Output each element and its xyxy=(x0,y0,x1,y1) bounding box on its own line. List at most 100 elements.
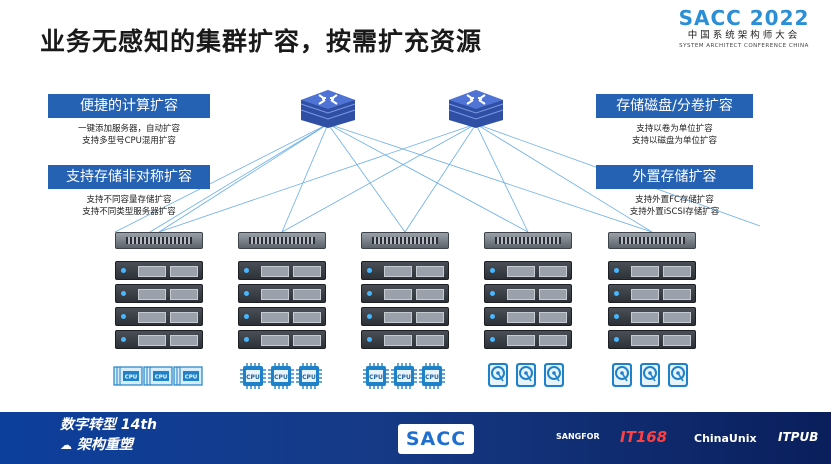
network-link xyxy=(281,123,477,233)
footer-line2: 架构重塑 xyxy=(76,437,133,453)
hard-disk-icon xyxy=(639,362,661,392)
drive-bay xyxy=(384,266,412,277)
server-unit xyxy=(115,261,203,280)
drive-bay xyxy=(507,335,535,346)
feature-desc: 支持以卷为单位扩容 支持以磁盘为单位扩容 xyxy=(596,123,753,147)
server-unit xyxy=(608,284,696,303)
switch-unit xyxy=(361,232,449,249)
svg-text:CPU: CPU xyxy=(246,374,260,381)
desc-line: 支持多型号CPU混用扩容 xyxy=(82,136,176,146)
cpu-board-icon: CPU xyxy=(113,366,143,390)
sponsor-itpub: ITPUB xyxy=(778,430,819,444)
feature-desc: 支持不同容量存储扩容 支持不同类型服务器扩容 xyxy=(48,194,210,218)
cpu-board-icon: CPU xyxy=(173,366,203,390)
drive-bay xyxy=(293,312,321,323)
switch-unit xyxy=(115,232,203,249)
network-link xyxy=(327,123,406,233)
drive-bay xyxy=(416,289,444,300)
switch-unit xyxy=(484,232,572,249)
server-unit xyxy=(484,307,572,326)
switch-unit xyxy=(608,232,696,249)
svg-text:CPU: CPU xyxy=(274,374,288,381)
server-unit xyxy=(238,330,326,349)
server-led xyxy=(121,314,126,319)
switch-ports xyxy=(619,237,685,244)
logo-main-text: SACC 2022 xyxy=(678,6,810,30)
router-icon xyxy=(445,82,507,128)
drive-bay xyxy=(384,335,412,346)
server-led xyxy=(490,291,495,296)
cpu-chip-icon: CPU xyxy=(391,363,417,393)
drive-bay xyxy=(631,312,659,323)
drive-bay xyxy=(384,289,412,300)
svg-text:CPU: CPU xyxy=(425,374,439,381)
server-led xyxy=(244,268,249,273)
drive-bay xyxy=(261,312,289,323)
feature-compute-expansion: 便捷的计算扩容 xyxy=(48,94,210,118)
drive-bay xyxy=(138,289,166,300)
network-link xyxy=(475,123,653,233)
server-unit xyxy=(115,330,203,349)
server-unit xyxy=(608,307,696,326)
network-link xyxy=(475,123,529,233)
server-led xyxy=(367,291,372,296)
server-unit xyxy=(608,330,696,349)
server-led xyxy=(367,314,372,319)
server-led xyxy=(614,268,619,273)
svg-text:CPU: CPU xyxy=(369,374,383,381)
drive-bay xyxy=(539,312,567,323)
server-unit xyxy=(115,284,203,303)
drive-bay xyxy=(631,335,659,346)
server-led xyxy=(614,314,619,319)
desc-line: 支持以卷为单位扩容 xyxy=(636,124,713,134)
sponsor-chinaunix: ChinaUnix xyxy=(694,432,757,445)
drive-bay xyxy=(631,289,659,300)
server-led xyxy=(614,337,619,342)
feature-disk-volume-expansion: 存储磁盘/分卷扩容 xyxy=(596,94,753,118)
server-unit xyxy=(484,284,572,303)
cpu-chip-icon: CPU xyxy=(363,363,389,393)
sacc-logo: SACC 2022 中国系统架构师大会 SYSTEM ARCHITECT CON… xyxy=(669,6,819,50)
server-led xyxy=(244,337,249,342)
drive-bay xyxy=(170,266,198,277)
server-unit xyxy=(608,261,696,280)
switch-ports xyxy=(495,237,561,244)
hard-disk-icon xyxy=(667,362,689,392)
hard-disk-icon xyxy=(543,362,565,392)
desc-line: 一键添加服务器，自动扩容 xyxy=(77,124,180,134)
drive-bay xyxy=(663,312,691,323)
cpu-board-icon: CPU xyxy=(143,366,173,390)
server-led xyxy=(121,291,126,296)
drive-bay xyxy=(539,266,567,277)
network-link xyxy=(149,123,329,233)
drive-bay xyxy=(261,335,289,346)
drive-bay xyxy=(261,266,289,277)
server-led xyxy=(614,291,619,296)
footer-line2-wrap: ☁ 架构重塑 xyxy=(60,434,157,454)
sponsor-it168: IT168 xyxy=(620,428,668,446)
drive-bay xyxy=(507,312,535,323)
drive-bay xyxy=(539,289,567,300)
drive-bay xyxy=(138,312,166,323)
cpu-chip-icon: CPU xyxy=(296,363,322,393)
drive-bay xyxy=(293,289,321,300)
server-led xyxy=(244,291,249,296)
drive-bay xyxy=(261,289,289,300)
drive-bay xyxy=(507,266,535,277)
drive-bay xyxy=(539,335,567,346)
server-led xyxy=(121,268,126,273)
drive-bay xyxy=(663,266,691,277)
drive-bay xyxy=(663,335,691,346)
drive-bay xyxy=(631,266,659,277)
network-link xyxy=(114,123,329,233)
server-led xyxy=(490,268,495,273)
network-link xyxy=(281,123,329,233)
hard-disk-icon xyxy=(515,362,537,392)
drive-bay xyxy=(170,289,198,300)
cpu-chip-icon: CPU xyxy=(268,363,294,393)
server-unit xyxy=(361,307,449,326)
server-unit xyxy=(361,284,449,303)
drive-bay xyxy=(293,266,321,277)
svg-text:CPU: CPU xyxy=(185,375,198,381)
hard-disk-icon xyxy=(487,362,509,392)
